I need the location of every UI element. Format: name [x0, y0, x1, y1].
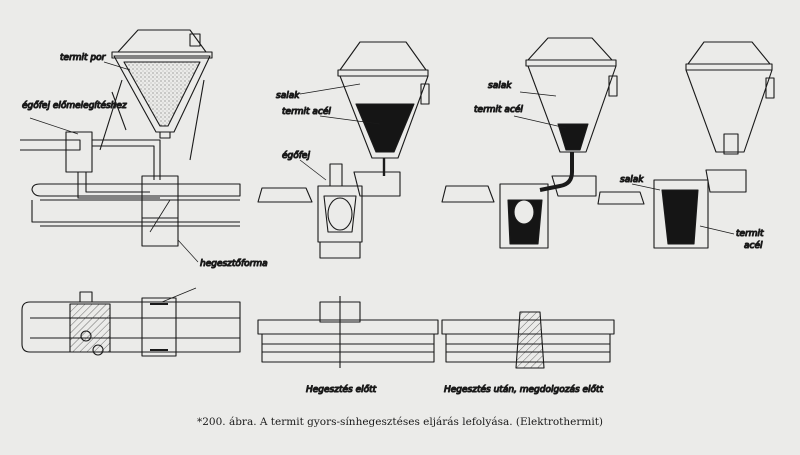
- clamp-top-view: [21, 287, 241, 357]
- label-salak-2: salak: [488, 81, 512, 91]
- panel-reaction: [257, 41, 430, 259]
- label-termit-acel-2: termit acél: [474, 104, 523, 115]
- rail-before-weld: [257, 296, 439, 368]
- label-termit-3: termit: [736, 229, 764, 239]
- rail-after-weld: [441, 311, 615, 369]
- label-hegesztes-utan: Hegesztés után, megdolgozás előtt: [444, 384, 604, 395]
- panel-complete: [597, 41, 775, 249]
- crucible-body-3: [527, 65, 617, 153]
- label-egofej-elomelegiteshez: égőfej előmelegítéshez: [22, 100, 127, 111]
- label-egofej: égőfej: [282, 150, 310, 161]
- panel-preheating: [20, 29, 241, 263]
- crucible-lid: [117, 29, 207, 53]
- sump-left: [257, 187, 313, 203]
- label-salak-1: salak: [276, 91, 300, 101]
- molten-stream: [539, 152, 574, 192]
- sump-right: [353, 171, 401, 197]
- mould-3: [499, 183, 549, 249]
- crucible-body-2: [339, 75, 429, 159]
- panel-pouring: [441, 37, 618, 249]
- label-hegesztoforma: hegesztőforma: [200, 259, 268, 269]
- mould-4: [653, 179, 709, 249]
- label-termit-por: termit por: [60, 53, 107, 63]
- label-termit-acel-1: termit acél: [282, 106, 331, 117]
- mould-2: [317, 185, 363, 243]
- crucible-body-4: [685, 69, 773, 153]
- label-acel-3: acél: [744, 240, 763, 251]
- label-hegesztes-elott: Hegesztés előtt: [306, 384, 377, 395]
- label-salak-3: salak: [620, 175, 644, 185]
- rail-side: [31, 183, 241, 197]
- crucible-body: [113, 55, 211, 133]
- burner-pipe: [20, 139, 81, 151]
- figure-caption: *200. ábra. A termit gyors-sínhegesztése…: [196, 416, 604, 428]
- weld-mould: [141, 175, 179, 247]
